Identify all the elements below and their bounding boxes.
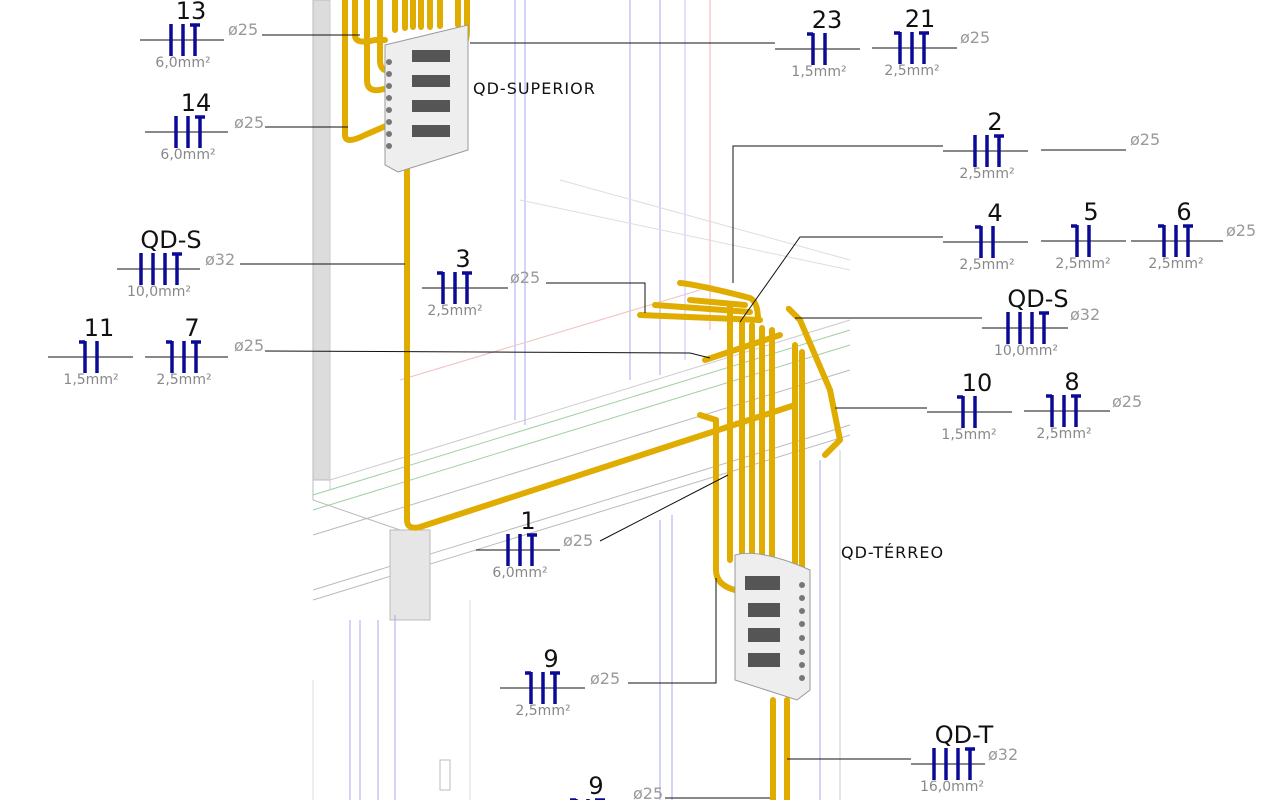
- conduit-diameter: ø25: [1130, 130, 1161, 149]
- circuit-number: 9: [588, 772, 604, 800]
- conductor-hook-icon: [79, 340, 87, 373]
- conductor-tee-icon: [462, 271, 472, 304]
- panel-label-qd-terreo: QD-TÉRREO: [841, 543, 945, 562]
- circuit-number: 23: [811, 6, 843, 34]
- wire-gauge: 2,5mm²: [959, 257, 1015, 273]
- conduit-diameter: ø25: [234, 113, 265, 132]
- conductor-tee-icon: [919, 31, 929, 64]
- conductor-tee-icon: [172, 252, 182, 285]
- conductor-tee-icon: [994, 134, 1004, 167]
- conduit-diameter: ø32: [205, 250, 236, 269]
- circuit-number: QD-T: [934, 721, 994, 749]
- wire-gauge: 2,5mm²: [156, 372, 212, 388]
- circuit-number: 6: [1176, 198, 1192, 226]
- qd-superior-panel-graphic: [384, 24, 469, 173]
- wire-gauge: 6,0mm²: [160, 147, 216, 163]
- circuit-number: 3: [455, 245, 471, 273]
- conductor-hook-icon: [975, 225, 983, 258]
- circuit-number: QD-S: [140, 226, 202, 254]
- conductor-tee-icon: [965, 747, 975, 780]
- conductor-hook-icon: [957, 395, 965, 428]
- conductor-hook-icon: [437, 271, 445, 304]
- conductor-tee-icon: [550, 671, 560, 704]
- wire-gauge: 2,5mm²: [427, 303, 483, 319]
- circuit-number: 13: [175, 0, 207, 25]
- conductor-tee-icon: [1071, 394, 1081, 427]
- wire-gauge: 1,5mm²: [63, 372, 119, 388]
- conductor-hook-icon: [1158, 224, 1166, 257]
- conductor-tee-icon: [190, 23, 200, 56]
- wire-gauge: 6,0mm²: [492, 565, 548, 581]
- qd-terreo-panel-graphic: [734, 552, 811, 701]
- wire-gauge: 10,0mm²: [993, 343, 1059, 359]
- conduit-diameter: ø25: [633, 784, 664, 803]
- wire-gauge: 2,5mm²: [884, 63, 940, 79]
- conductor-tee-icon: [191, 340, 201, 373]
- conductor-tee-icon: [1183, 224, 1193, 257]
- conduits: [342, 0, 843, 800]
- conduit-diameter: ø25: [228, 20, 259, 39]
- circuit-number: 1: [520, 507, 536, 535]
- circuit-number: 8: [1064, 368, 1080, 396]
- conductor-tee-icon: [1039, 311, 1049, 344]
- wire-gauge: 1,5mm²: [791, 64, 847, 80]
- circuit-number: 14: [180, 89, 212, 117]
- conduit-diameter: ø25: [510, 268, 541, 287]
- circuit-number: 9: [543, 645, 559, 673]
- conductor-hook-icon: [894, 31, 902, 64]
- conduit-diameter: ø25: [1112, 392, 1143, 411]
- wire-gauge: 2,5mm²: [959, 166, 1015, 182]
- wire-gauge: 2,5mm²: [515, 703, 571, 719]
- wire-gauge: 2,5mm²: [1148, 256, 1204, 272]
- conductor-hook-icon: [1046, 394, 1054, 427]
- conduit-diameter: ø25: [590, 669, 621, 688]
- conductor-tee-icon: [195, 115, 205, 148]
- wire-symbols: [48, 23, 1223, 800]
- conduit-diameter: ø25: [1226, 221, 1257, 240]
- circuit-number: 10: [961, 369, 993, 397]
- circuit-number: QD-S: [1007, 285, 1069, 313]
- wire-gauge: 6,0mm²: [155, 55, 211, 71]
- conduit-diameter: ø25: [234, 336, 265, 355]
- conduit-diameter: ø25: [960, 28, 991, 47]
- wire-gauge: 2,5mm²: [1055, 256, 1111, 272]
- wire-gauge: 1,5mm²: [941, 427, 997, 443]
- circuit-number: 2: [987, 108, 1003, 136]
- conductor-tee-icon: [527, 533, 537, 566]
- conduit-diameter: ø32: [1070, 305, 1101, 324]
- leader-lines: [240, 34, 982, 799]
- wire-gauge: 2,5mm²: [1036, 426, 1092, 442]
- circuit-number: 5: [1083, 198, 1099, 226]
- panel-label-qd-superior: QD-SUPERIOR: [473, 79, 596, 98]
- conduit-diameter: ø25: [563, 531, 594, 550]
- conductor-hook-icon: [807, 32, 815, 65]
- circuit-number: 4: [987, 199, 1003, 227]
- wire-gauge: 10,0mm²: [126, 284, 192, 300]
- conductor-hook-icon: [525, 671, 533, 704]
- wire-gauge: 16,0mm²: [919, 779, 985, 795]
- conduit-diameter: ø32: [988, 745, 1019, 764]
- conductor-hook-icon: [166, 340, 174, 373]
- circuit-number: 7: [184, 314, 200, 342]
- circuit-number: 11: [83, 314, 115, 342]
- conductor-hook-icon: [1071, 224, 1079, 257]
- circuit-number: 21: [904, 5, 936, 33]
